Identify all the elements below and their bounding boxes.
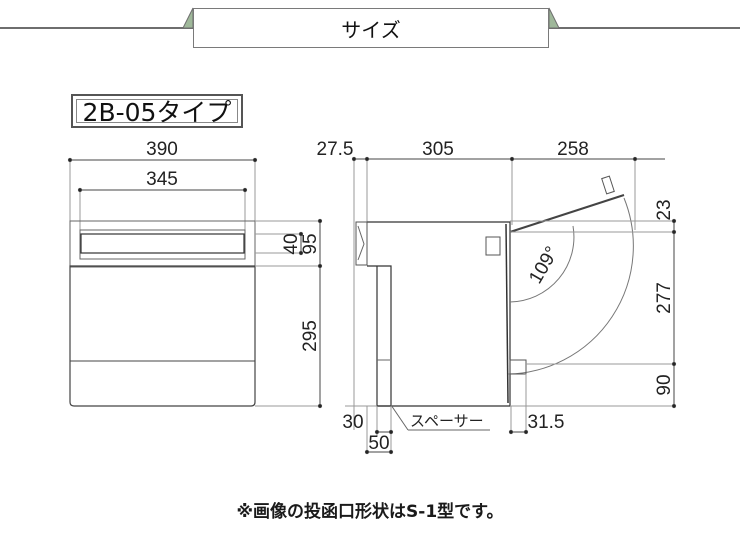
dim-dot xyxy=(364,156,370,162)
dim-dot xyxy=(671,229,677,235)
dim-dot xyxy=(671,403,677,409)
door-handle-closed xyxy=(509,359,527,375)
dim-dot xyxy=(317,403,323,409)
dim-dot xyxy=(252,157,258,163)
flap-hinge xyxy=(357,225,365,261)
dim-dot xyxy=(388,429,394,435)
dim-dot xyxy=(523,429,529,435)
section-title: サイズ xyxy=(193,8,549,48)
front-flap xyxy=(355,221,368,266)
dim-dot xyxy=(242,187,248,193)
dim-dot xyxy=(671,218,677,224)
model-type-label-border xyxy=(76,99,238,123)
section-title-text: サイズ xyxy=(341,17,401,42)
hinge-bracket xyxy=(485,236,501,256)
dim-label-handle-depth: 31.5 xyxy=(528,412,565,433)
dim-dot xyxy=(317,263,323,269)
dim-label-lower-height: 295 xyxy=(300,320,321,352)
door-handle-open xyxy=(601,175,615,195)
dim-label-front-depth: 27.5 xyxy=(317,139,354,160)
dim-dot xyxy=(374,429,380,435)
dim-dot xyxy=(509,156,515,162)
footnote: ※画像の投函口形状はS-1型です。 xyxy=(236,502,504,522)
dim-dot xyxy=(508,429,514,435)
header-right-tab xyxy=(548,7,560,29)
spacer xyxy=(367,265,392,407)
door-closed xyxy=(505,223,509,404)
dim-label-bottom-height: 90 xyxy=(654,374,675,395)
side-view xyxy=(345,156,677,455)
door-swing-arc xyxy=(507,197,634,375)
angle-arc xyxy=(509,225,575,303)
side-body xyxy=(367,221,511,407)
dim-dot xyxy=(67,157,73,163)
dim-label-door-height: 277 xyxy=(654,282,675,314)
dim-label-width-slot: 345 xyxy=(146,169,178,190)
dim-dot xyxy=(351,156,357,162)
dim-dot xyxy=(77,187,83,193)
spacer-label: スペーサー xyxy=(410,412,484,430)
dim-label-door-swing: 258 xyxy=(557,139,589,160)
dim-dot xyxy=(298,250,304,256)
dim-label-width-total: 390 xyxy=(146,139,178,160)
dim-label-upper-height: 95 xyxy=(300,233,321,254)
model-type-label: 2B-05タイプ xyxy=(71,94,243,128)
dim-dot xyxy=(364,449,370,455)
dim-dot xyxy=(671,361,677,367)
dim-dot xyxy=(298,231,304,237)
front-door-panel xyxy=(69,265,256,407)
front-view xyxy=(67,157,323,409)
spacer-leader xyxy=(390,404,409,431)
mail-slot xyxy=(80,233,245,254)
dim-dot xyxy=(632,156,638,162)
dim-label-slot-height: 40 xyxy=(281,233,302,254)
dim-label-top-offset: 23 xyxy=(654,199,675,220)
dim-dot xyxy=(388,449,394,455)
door-open xyxy=(509,194,625,233)
dim-dot xyxy=(317,218,323,224)
dim-label-body-depth: 305 xyxy=(422,139,454,160)
front-upper-panel xyxy=(69,220,256,268)
mail-slot-frame xyxy=(79,229,246,260)
model-type-text: 2B-05タイプ xyxy=(82,98,232,127)
dim-label-spacer-width: 50 xyxy=(368,433,389,454)
dim-label-spacer-offset: 30 xyxy=(342,412,363,433)
